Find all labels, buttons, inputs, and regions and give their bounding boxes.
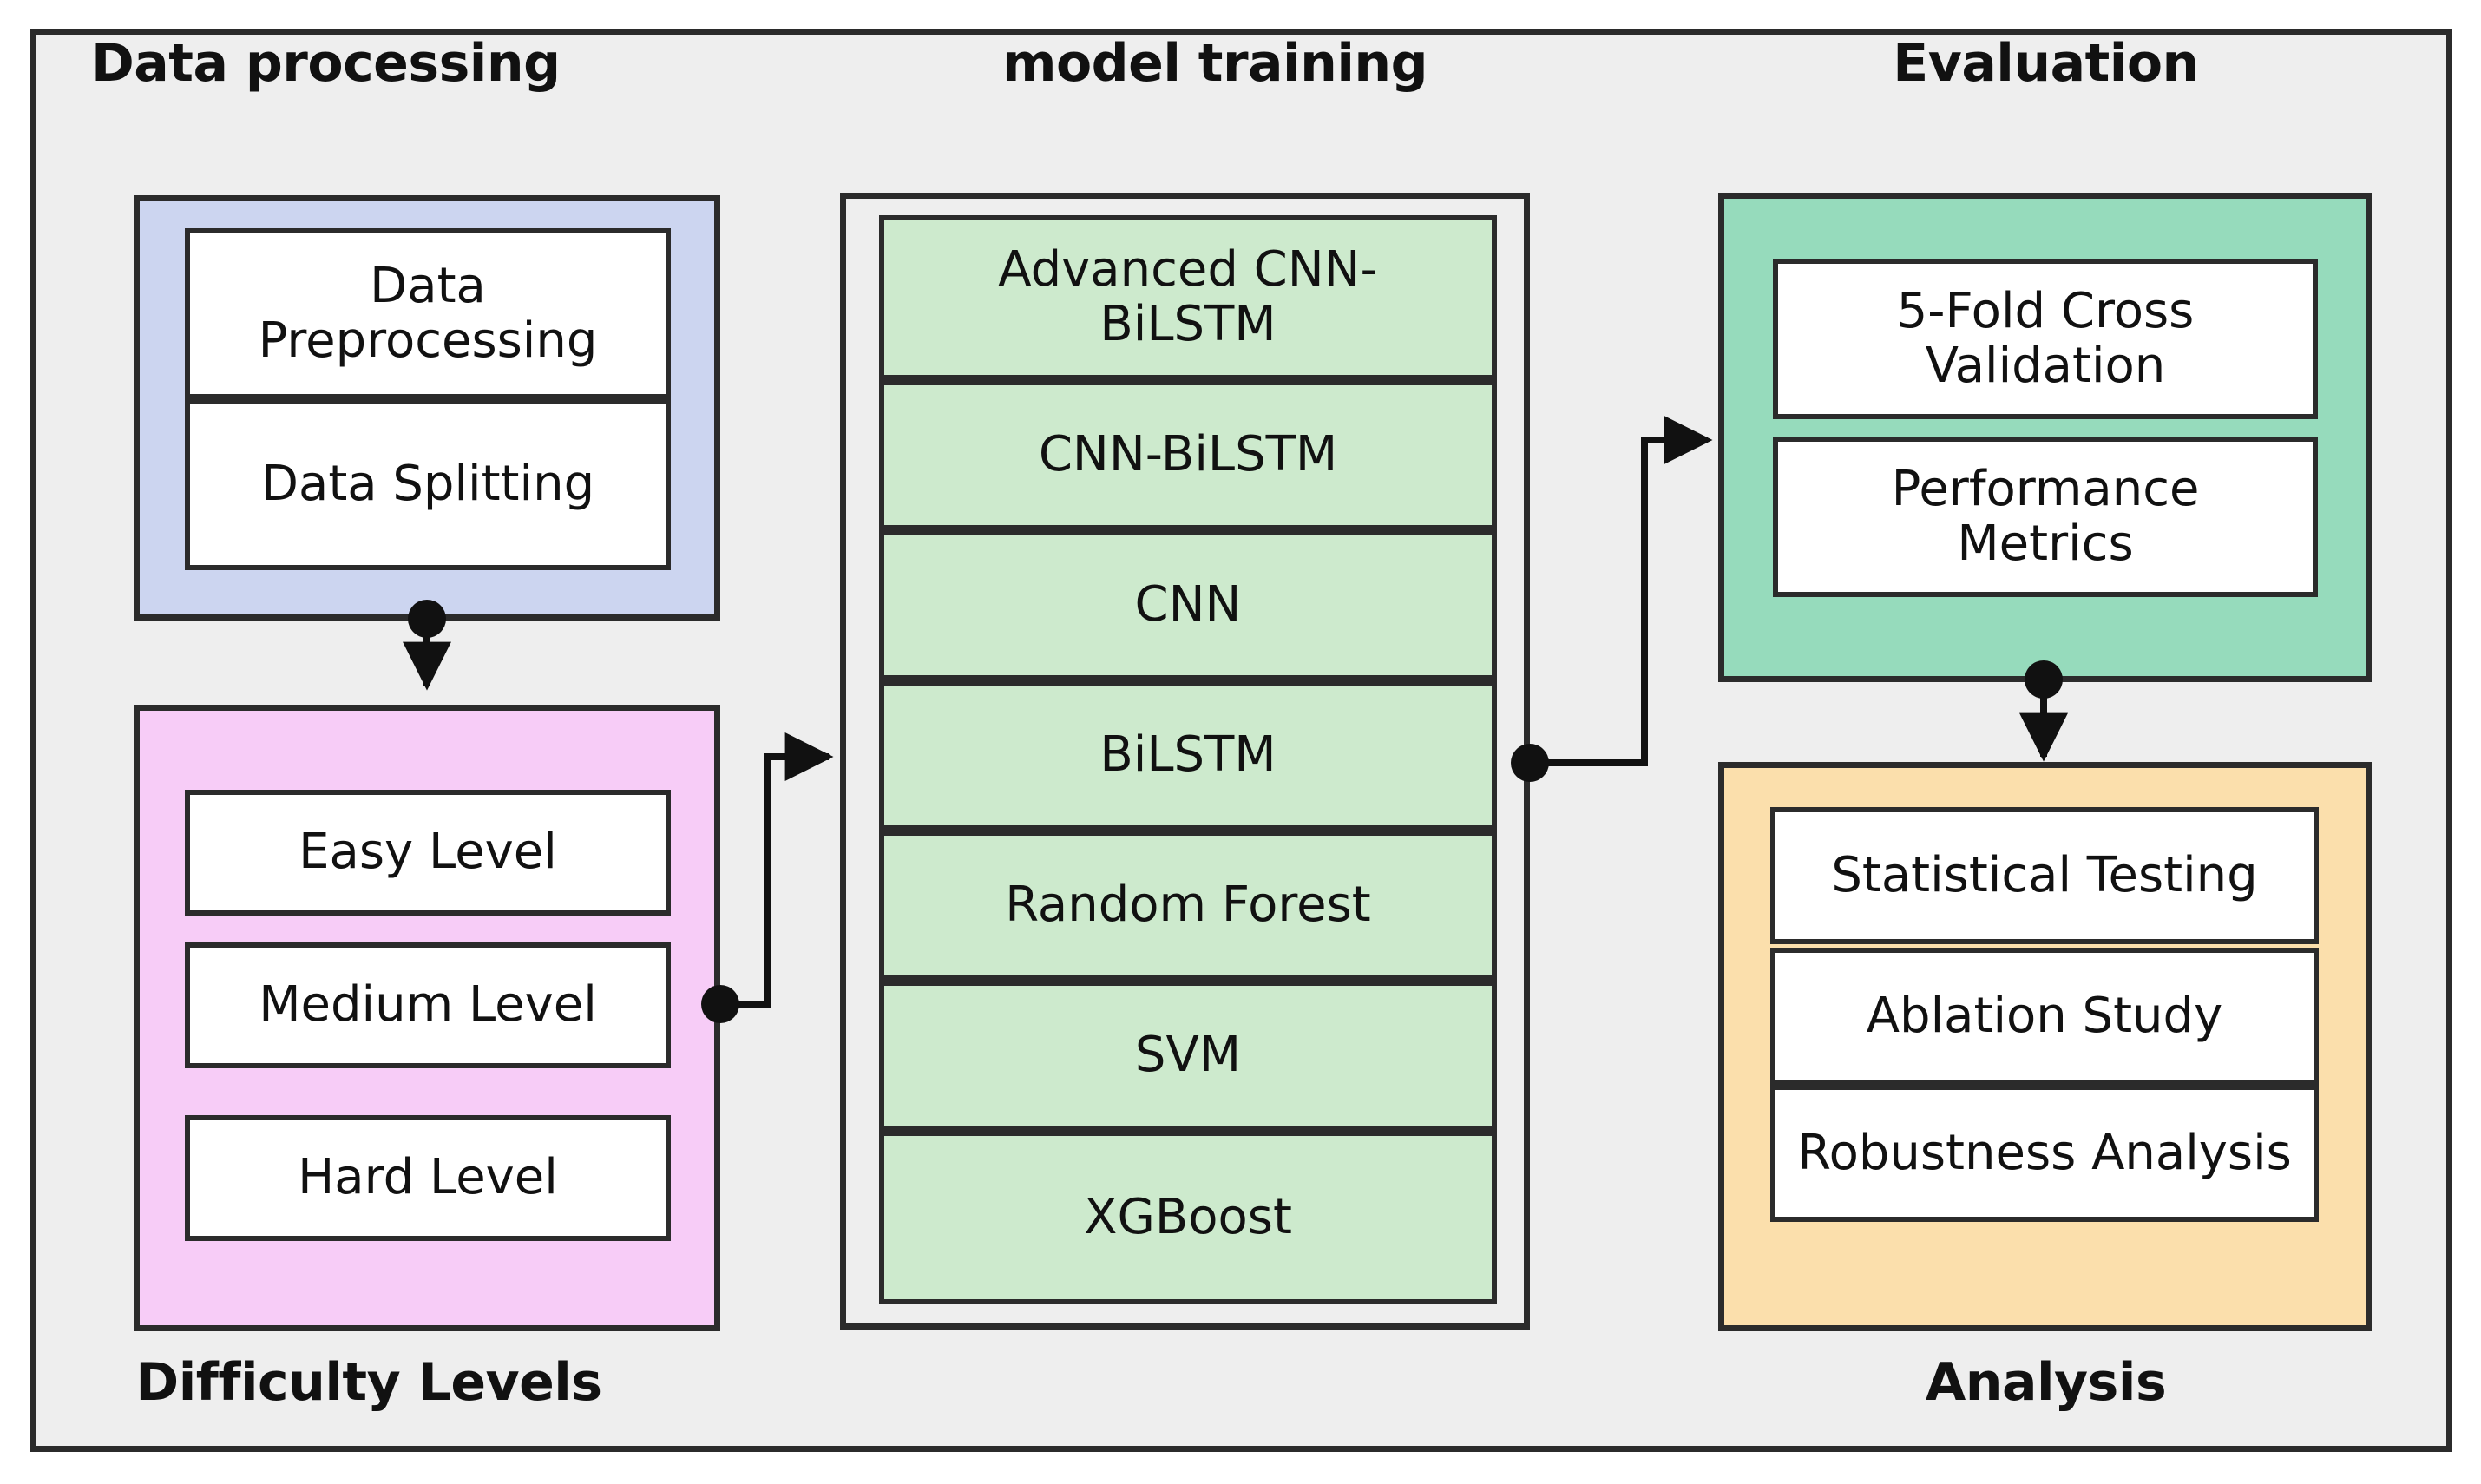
node-svm[interactable]: SVM: [879, 981, 1497, 1131]
column-label-difficulty-levels: Difficulty Levels: [135, 1352, 602, 1413]
node-svm-label: SVM: [1134, 1027, 1242, 1084]
node-cnn-bilstm[interactable]: CNN-BiLSTM: [879, 380, 1497, 530]
node-medium-level[interactable]: Medium Level: [185, 942, 671, 1068]
node-robustness-analysis-label: Robustness Analysis: [1797, 1124, 2292, 1181]
node-cnn-bilstm-label: CNN-BiLSTM: [1038, 426, 1338, 483]
node-random-forest[interactable]: Random Forest: [879, 831, 1497, 981]
node-5-fold-cross-validation[interactable]: 5-Fold Cross Validation: [1773, 259, 2318, 419]
node-data-preprocessing-line2: Preprocessing: [258, 312, 598, 369]
node-data-splitting-label: Data Splitting: [260, 456, 595, 513]
node-bilstm-label: BiLSTM: [1099, 726, 1277, 784]
column-label-analysis: Analysis: [1925, 1352, 2167, 1413]
node-ablation-study-label: Ablation Study: [1866, 987, 2223, 1044]
node-data-preprocessing-line1: Data: [370, 257, 486, 314]
node-performance-metrics-line1: Performance: [1891, 460, 2200, 517]
node-cnn[interactable]: CNN: [879, 530, 1497, 680]
node-easy-level[interactable]: Easy Level: [185, 790, 671, 916]
node-statistical-testing-label: Statistical Testing: [1831, 846, 2258, 903]
node-hard-level-label: Hard Level: [298, 1149, 558, 1206]
column-label-model-training: model training: [1001, 33, 1428, 94]
node-random-forest-label: Random Forest: [1005, 877, 1371, 934]
node-data-preprocessing[interactable]: Data Preprocessing: [185, 228, 671, 399]
node-advanced-cnn-bilstm-line2: BiLSTM: [1099, 296, 1277, 352]
node-statistical-testing[interactable]: Statistical Testing: [1770, 807, 2319, 944]
node-5-fold-cross-validation-line2: Validation: [1925, 337, 2166, 394]
node-easy-level-label: Easy Level: [299, 824, 557, 881]
column-label-evaluation: Evaluation: [1893, 33, 2199, 94]
node-data-splitting[interactable]: Data Splitting: [185, 399, 671, 570]
node-xgboost[interactable]: XGBoost: [879, 1131, 1497, 1304]
node-xgboost-label: XGBoost: [1084, 1188, 1292, 1245]
node-hard-level[interactable]: Hard Level: [185, 1115, 671, 1241]
node-ablation-study[interactable]: Ablation Study: [1770, 948, 2319, 1085]
node-medium-level-label: Medium Level: [259, 976, 597, 1034]
node-performance-metrics[interactable]: Performance Metrics: [1773, 437, 2318, 597]
node-advanced-cnn-bilstm[interactable]: Advanced CNN- BiLSTM: [879, 215, 1497, 380]
column-label-data-processing: Data processing: [91, 33, 561, 94]
node-5-fold-cross-validation-line1: 5-Fold Cross: [1896, 282, 2195, 339]
node-cnn-label: CNN: [1134, 576, 1242, 634]
node-robustness-analysis[interactable]: Robustness Analysis: [1770, 1085, 2319, 1222]
node-performance-metrics-line2: Metrics: [1957, 515, 2134, 572]
node-bilstm[interactable]: BiLSTM: [879, 680, 1497, 831]
node-advanced-cnn-bilstm-line1: Advanced CNN-: [998, 241, 1378, 299]
